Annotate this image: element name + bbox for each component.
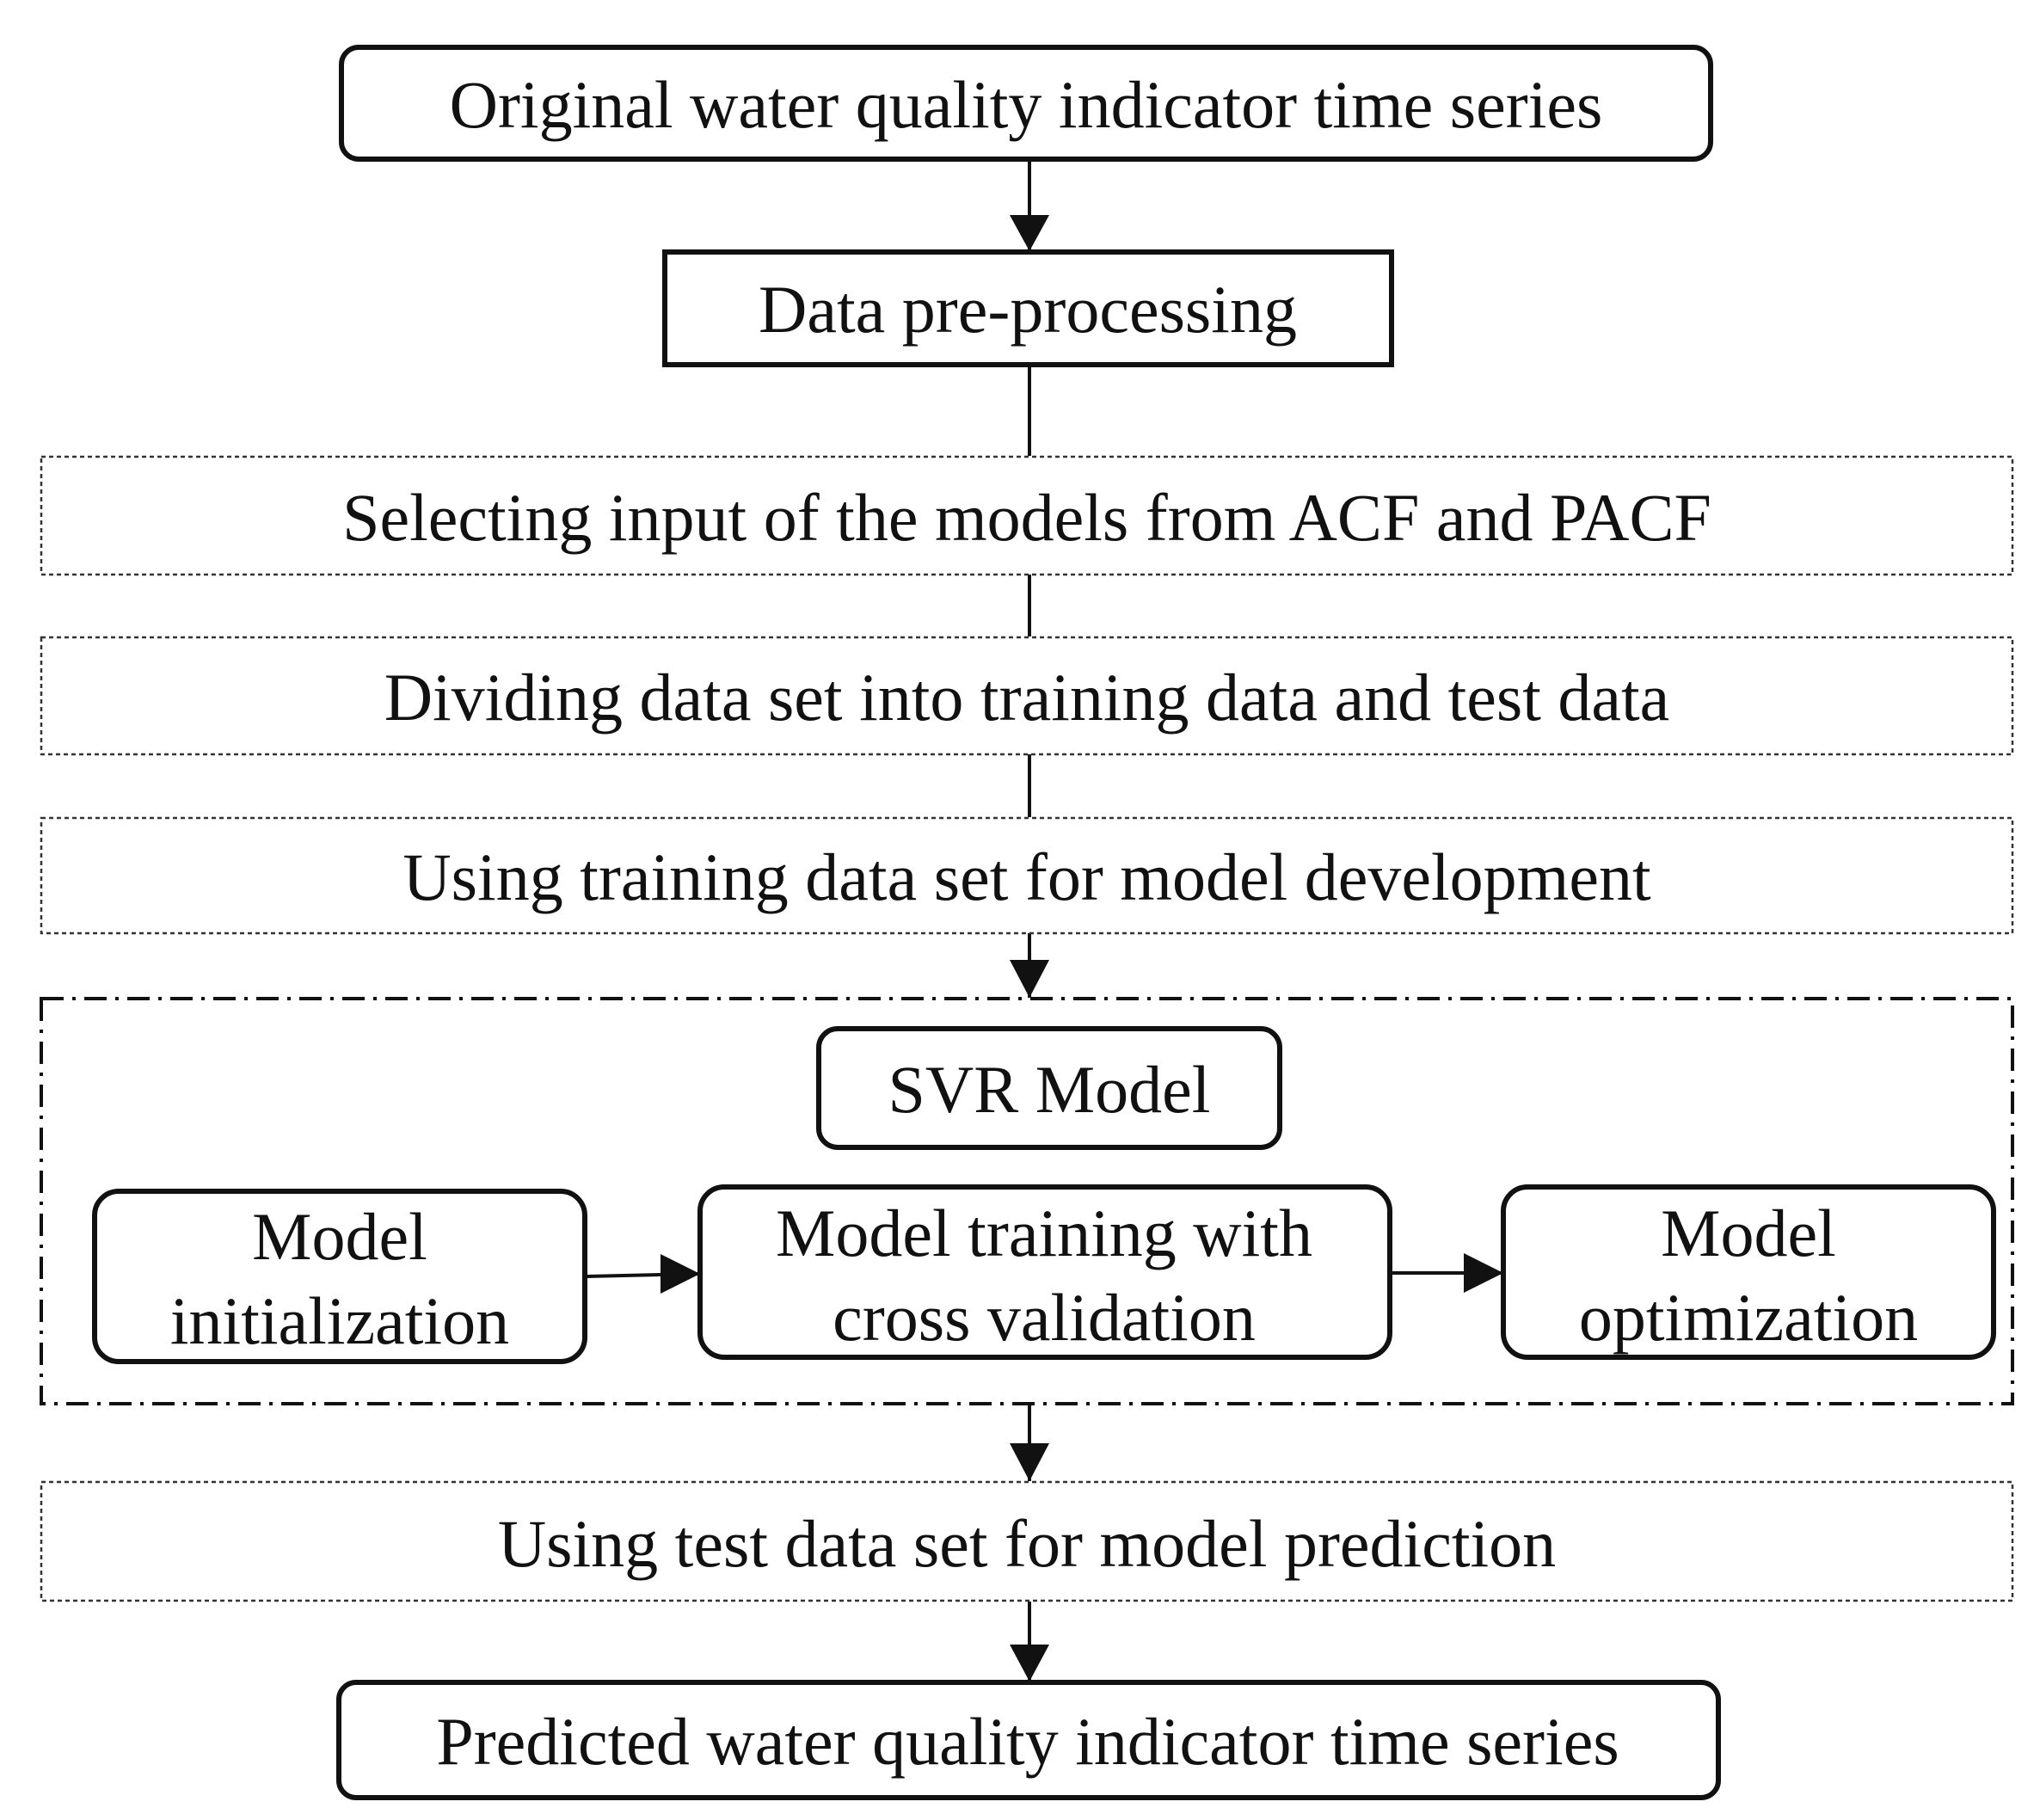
svr-title-node: SVR Model [816, 1026, 1282, 1150]
init-node-line2: initialization [170, 1283, 509, 1358]
train-node-line2: cross validation [833, 1280, 1256, 1355]
arrowhead-preprocess [1010, 215, 1049, 251]
preprocess-node-label: Data pre-processing [759, 272, 1297, 347]
init-node: Model initialization [92, 1189, 587, 1364]
divide-node: Dividing data set into training data and… [40, 636, 2014, 756]
start-node-label: Original water quality indicator time se… [450, 67, 1603, 142]
optimize-node-line1: Model [1661, 1196, 1836, 1270]
training-set-node: Using training data set for model develo… [40, 816, 2014, 935]
init-node-line1: Model [252, 1199, 427, 1274]
arrowhead-svr [1010, 960, 1049, 998]
end-node: Predicted water quality indicator time s… [336, 1680, 1721, 1800]
train-node: Model training with cross validation [697, 1184, 1392, 1360]
svr-title-label: SVR Model [888, 1052, 1211, 1127]
arrowhead-train [661, 1254, 700, 1294]
arrowhead-test [1010, 1443, 1049, 1481]
end-node-label: Predicted water quality indicator time s… [436, 1704, 1619, 1779]
start-node: Original water quality indicator time se… [339, 45, 1713, 162]
svr-group: SVR Model Model initialization Model tra… [40, 997, 2014, 1405]
training-set-node-label: Using training data set for model develo… [402, 839, 1651, 914]
divide-node-label: Dividing data set into training data and… [384, 660, 1670, 735]
test-set-node-label: Using test data set for model prediction [498, 1506, 1556, 1581]
select-input-node-label: Selecting input of the models from ACF a… [342, 480, 1711, 555]
select-input-node: Selecting input of the models from ACF a… [40, 455, 2014, 576]
test-set-node: Using test data set for model prediction [40, 1480, 2014, 1602]
arrowhead-end [1010, 1645, 1049, 1682]
preprocess-node: Data pre-processing [662, 249, 1394, 367]
connectors [586, 159, 1503, 1682]
optimize-node-line2: optimization [1579, 1280, 1918, 1355]
arrowhead-optimize [1464, 1253, 1503, 1293]
train-node-line1: Model training with [776, 1196, 1312, 1270]
optimize-node: Model optimization [1501, 1184, 1996, 1360]
